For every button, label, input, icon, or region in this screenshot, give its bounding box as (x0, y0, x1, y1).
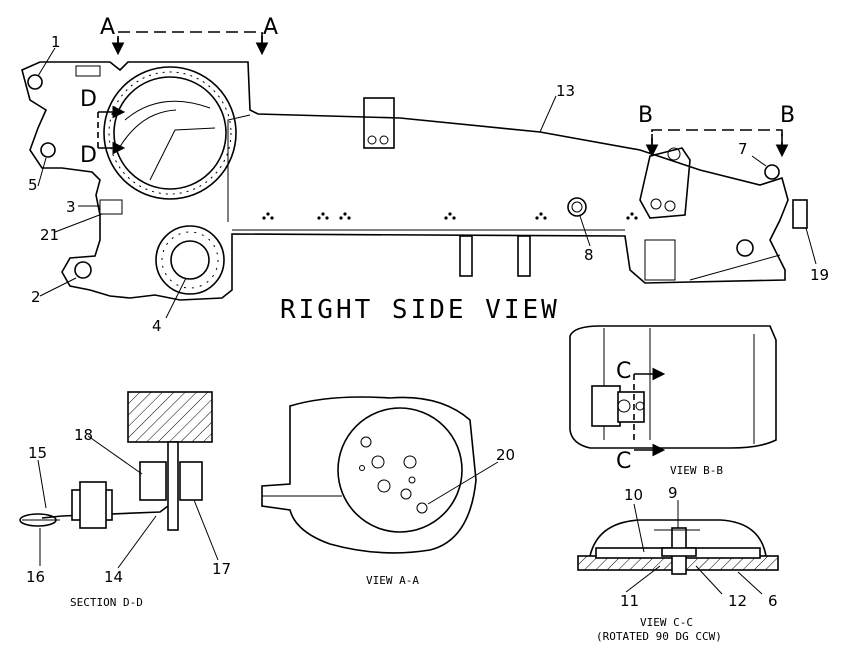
view-a-a-caption: VIEW A-A (366, 574, 419, 587)
callout-6: 6 (768, 592, 778, 610)
section-a-marker: A A (100, 15, 278, 56)
section-a-letter-right: A (263, 15, 278, 40)
section-d-letter-lower: D (80, 143, 97, 168)
callout-9: 9 (668, 484, 678, 502)
view-b-b-caption: VIEW B-B (670, 464, 723, 477)
view-c-c-drawing (577, 519, 779, 575)
callout-12: 12 (728, 592, 747, 610)
callout-16: 16 (26, 568, 45, 586)
callout-15: 15 (28, 444, 47, 462)
callout-17: 17 (212, 560, 231, 578)
callout-1: 1 (51, 33, 61, 51)
callout-2: 2 (31, 288, 41, 306)
section-c-letter-lower: C (616, 449, 631, 474)
callout-19: 19 (810, 266, 829, 284)
section-d-letter-upper: D (80, 87, 97, 112)
callout-20: 20 (496, 446, 515, 464)
section-b-marker: B B (638, 103, 795, 158)
view-c-c-caption: VIEW C-C (640, 616, 693, 629)
callout-7: 7 (738, 140, 748, 158)
callout-18: 18 (74, 426, 93, 444)
callout-8: 8 (584, 246, 594, 264)
section-c-letter-upper: C (616, 359, 631, 384)
callout-21: 21 (40, 226, 59, 244)
view-b-b-drawing (569, 325, 777, 457)
view-a-a-drawing (261, 396, 477, 554)
view-c-c-note: (ROTATED 90 DG CCW) (596, 630, 722, 643)
section-b-letter-left: B (638, 103, 653, 128)
section-d-d-drawing (19, 391, 213, 531)
callout-5: 5 (28, 176, 38, 194)
section-a-letter-left: A (100, 15, 115, 40)
right-side-view-caption: RIGHT SIDE VIEW (280, 295, 560, 325)
callout-4: 4 (152, 317, 162, 335)
callout-11: 11 (620, 592, 639, 610)
section-d-marker: D D (80, 87, 126, 168)
callout-10: 10 (624, 486, 643, 504)
callout-14: 14 (104, 568, 123, 586)
section-b-letter-right: B (780, 103, 795, 128)
callout-3: 3 (66, 198, 76, 216)
callout-13: 13 (556, 82, 575, 100)
right-side-view-drawing (21, 61, 808, 301)
section-d-d-caption: SECTION D-D (70, 596, 143, 609)
